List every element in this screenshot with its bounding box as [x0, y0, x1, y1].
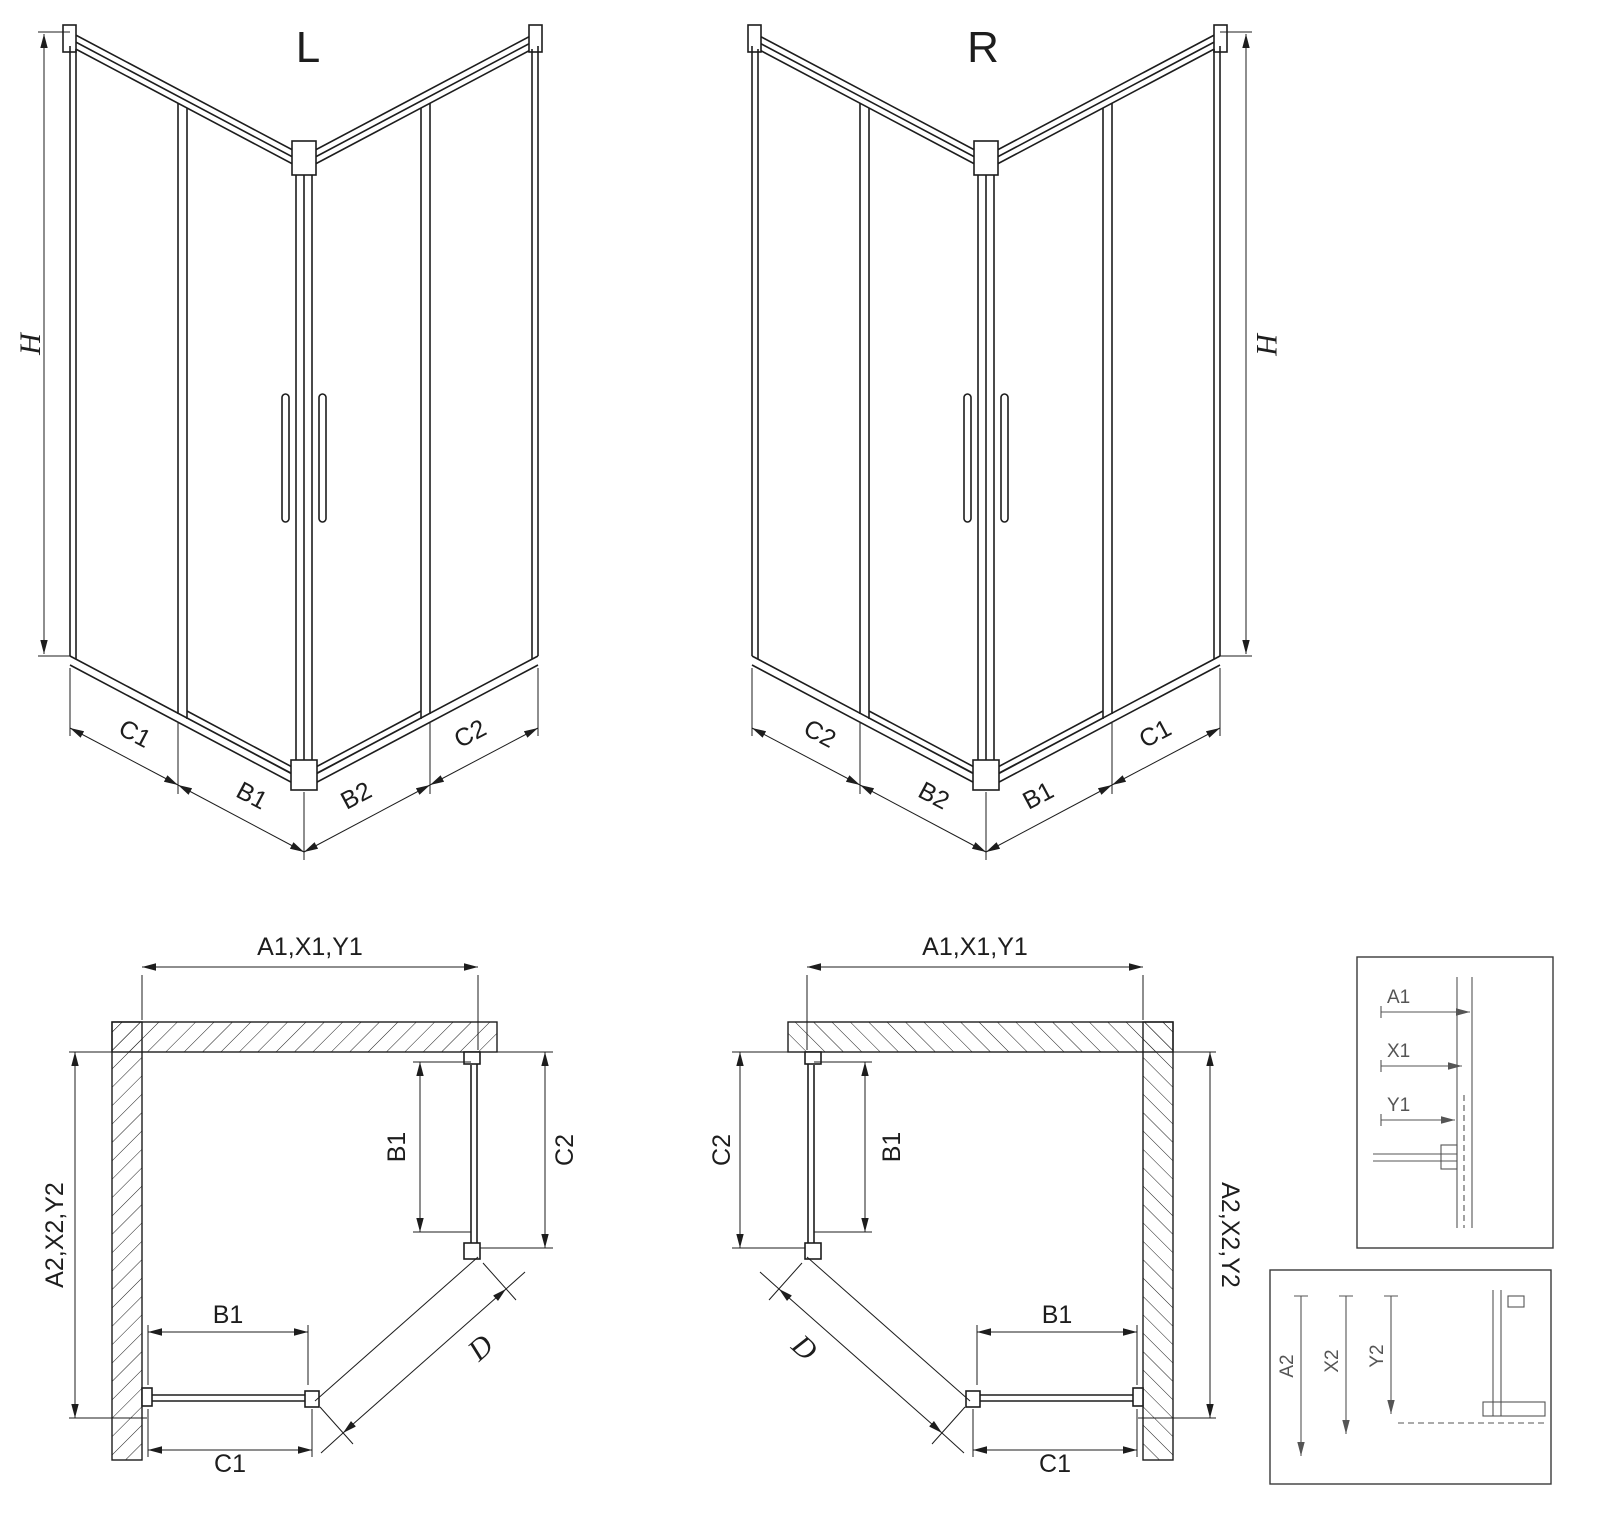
view-title-r: R — [967, 23, 999, 72]
dim-label-d: D — [785, 1328, 824, 1368]
wall-side — [111, 1021, 143, 1461]
dim-label-width: A1,X1,Y1 — [257, 933, 363, 961]
ref-label-y1: Y1 — [1387, 1095, 1410, 1116]
glass-panels-and-rails — [62, 24, 543, 791]
detail-profile-lines — [1373, 977, 1473, 1228]
dim-label-b1: B1 — [232, 776, 272, 815]
detail-frame — [1269, 1269, 1552, 1485]
ref-label-x1: X1 — [1387, 1041, 1410, 1062]
glass-panels-plan — [141, 1051, 481, 1408]
dim-label-b1-door: B1 — [878, 1132, 906, 1163]
iso-view-left: L H C1 B1 B2 C2 — [14, 8, 575, 873]
dim-label-h: H — [14, 331, 47, 356]
detail-frame — [1356, 956, 1554, 1249]
dim-label-c2: C2 — [708, 1134, 736, 1166]
dim-label-depth: A2,X2,Y2 — [1216, 1182, 1244, 1288]
ref-label-x2: X2 — [1322, 1349, 1343, 1372]
plan-view-right: A1,X1,Y1 A2,X2,Y2 B1 C2 B1 C1 D — [650, 925, 1250, 1510]
handle-left-door — [281, 393, 290, 523]
dim-label-c1: C1 — [1135, 714, 1176, 754]
detail-view-width: A1 X1 Y1 — [1355, 955, 1555, 1250]
detail-view-depth: A2 X2 Y2 — [1268, 1268, 1553, 1486]
detail-depth-svg: A2 X2 Y2 — [1269, 1269, 1552, 1485]
plan-view-left-svg: A1,X1,Y1 A2,X2,Y2 B1 C2 B1 C1 D — [41, 933, 579, 1478]
dim-label-b1-bottom: B1 — [213, 1301, 244, 1329]
iso-view-left-svg: L H C1 B1 B2 C2 — [14, 23, 543, 860]
dim-label-c2: C2 — [551, 1134, 579, 1166]
ref-label-y2: Y2 — [1367, 1344, 1388, 1367]
dim-label-h: H — [1250, 332, 1283, 357]
handle-right-door — [318, 393, 327, 523]
dim-label-b2: B2 — [914, 776, 954, 815]
dim-label-b1-bottom: B1 — [1042, 1301, 1073, 1329]
detail-profile-lines — [1294, 1290, 1547, 1456]
dim-label-c1: C1 — [214, 1450, 246, 1478]
detail-width-svg: A1 X1 Y1 — [1356, 956, 1554, 1249]
dim-label-b1: B1 — [1018, 776, 1058, 815]
plan-view-left: A1,X1,Y1 A2,X2,Y2 B1 C2 B1 C1 D — [35, 925, 635, 1510]
iso-view-right: R H C2 B2 B1 C1 — [715, 8, 1283, 873]
dim-label-width: A1,X1,Y1 — [922, 933, 1028, 961]
wall-top — [111, 1021, 498, 1053]
dim-label-b2: B2 — [336, 776, 376, 815]
dim-label-c2: C2 — [450, 714, 491, 754]
dim-label-depth: A2,X2,Y2 — [41, 1182, 69, 1288]
dimension-lines — [38, 31, 539, 860]
ref-label-a1: A1 — [1387, 987, 1410, 1008]
iso-view-right-svg: R H C2 B2 B1 C1 — [715, 23, 1283, 873]
plan-dimension-lines — [69, 963, 553, 1457]
enclosure-line-art — [38, 24, 543, 860]
ref-label-a2: A2 — [1277, 1354, 1298, 1377]
dim-label-c2: C2 — [799, 714, 840, 754]
dim-label-d: D — [461, 1328, 500, 1368]
dim-label-c1: C1 — [1039, 1450, 1071, 1478]
dim-label-c1: C1 — [114, 714, 155, 754]
plan-view-right-svg: A1,X1,Y1 A2,X2,Y2 B1 C2 B1 C1 D — [708, 933, 1244, 1478]
view-title-l: L — [296, 23, 320, 72]
dim-label-b1-door: B1 — [383, 1132, 411, 1163]
plan-line-art — [69, 963, 553, 1461]
